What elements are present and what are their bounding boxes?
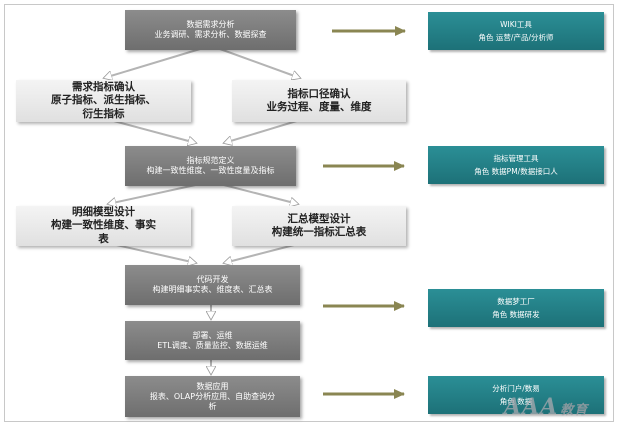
arrow-step1-right1 [219,48,300,78]
box-line: 表 [98,232,109,245]
step-subtitle: 析 [208,401,217,411]
box-metric-definition-confirmation: 指标口径确认 业务过程、度量、维度 [232,80,406,122]
tool-name: 指标管理工具 [493,153,539,163]
box-line: 需求指标确认 [72,81,135,94]
tool-role: 角色 数据PM/数据接口人 [474,167,558,176]
box-line: 构建一致性维度、事实 [51,219,156,232]
step-requirement-analysis: 数据需求分析 业务调研、需求分析、数据探查 [125,10,296,50]
step-subtitle: 构建明细事实表、维度表、汇总表 [152,285,273,294]
box-line: 原子指标、派生指标、 [51,94,156,107]
step-data-application: 数据应用 报表、OLAP分析应用、自助查询分 析 [125,376,300,417]
step-title: 数据需求分析 [186,20,235,29]
step-title: 代码开发 [196,275,229,284]
box-line: 指标口径确认 [287,87,351,100]
tool-role: 角色 数据研发 [492,310,540,319]
arrow-right2-step3 [224,243,299,263]
step-subtitle: 报表、OLAP分析应用、自助查询分 [149,391,276,401]
step-title: 指标规范定义 [186,156,235,165]
box-metric-confirmation: 需求指标确认 原子指标、派生指标、 衍生指标 [16,80,191,122]
box-detail-model-design: 明细模型设计 构建一致性维度、事实 表 [16,206,191,246]
tool-name: 分析门户/数易 [492,383,540,393]
step-metric-specification: 指标规范定义 构建一致性维度、一致性度量及指标 [125,146,296,186]
step-deployment-operations: 部署、运维 ETL调度、质量监控、数据运维 [125,321,300,360]
arrow-step1-left1 [104,48,201,78]
diagram-frame [4,4,614,422]
step-code-development: 代码开发 构建明细事实表、维度表、汇总表 [125,265,300,305]
box-line: 衍生指标 [82,107,125,120]
box-line: 业务过程、度量、维度 [266,101,372,113]
arrow-step2-left2 [108,183,201,204]
tool-box-data-factory: 数据梦工厂 角色 数据研发 [428,289,604,327]
tool-box-metric-management: 指标管理工具 角色 数据PM/数据接口人 [428,146,604,184]
arrow-left1-step2 [109,119,196,143]
arrow-right1-step2 [224,119,301,143]
watermark-text: AAA [504,394,559,420]
tool-role: 角色 运营/产品/分析师 [478,33,554,42]
tool-box-wiki: WIKI工具 角色 运营/产品/分析师 [428,12,604,50]
tool-box-analysis-portal: 分析门户/数易 角色 数据 [428,376,604,414]
box-line: 汇总模型设计 [287,212,351,225]
tool-name: WIKI工具 [500,19,532,29]
tool-name: 数据梦工厂 [497,296,535,306]
step-subtitle: ETL调度、质量监控、数据运维 [157,340,268,350]
arrow-left2-step3 [111,243,196,263]
box-line: 构建统一指标汇总表 [271,226,367,238]
step-subtitle: 构建一致性维度、一致性度量及指标 [146,166,275,175]
box-line: 明细模型设计 [72,206,135,219]
box-summary-model-design: 汇总模型设计 构建统一指标汇总表 [232,206,406,246]
arrow-step2-right2 [219,183,298,204]
watermark-suffix: 教育 [560,403,589,418]
step-title: 部署、运维 [192,330,233,340]
tool-role: 角色 数据 [499,397,533,406]
step-title: 数据应用 [196,381,229,391]
step-subtitle: 业务调研、需求分析、数据探查 [154,30,267,39]
